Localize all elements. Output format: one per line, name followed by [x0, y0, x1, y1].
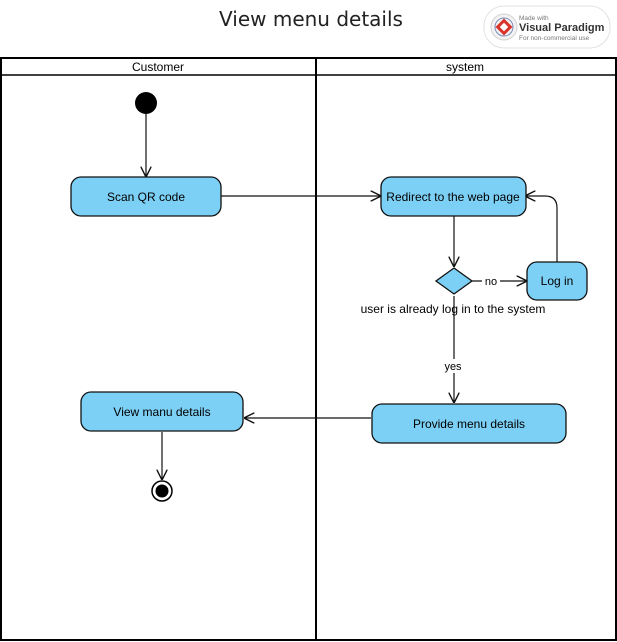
- lane-system: [315, 57, 617, 641]
- action-scan-qr: Scan QR code: [70, 176, 222, 217]
- initial-node: [135, 92, 157, 114]
- badge-note: For non-commercial use: [519, 35, 589, 42]
- control-flows: [146, 114, 558, 479]
- lane-customer: [0, 57, 317, 641]
- visual-paradigm-logo-icon: [490, 13, 518, 41]
- action-redirect-label: Redirect to the web page: [386, 190, 520, 204]
- visual-paradigm-badge: Made with Visual Paradigm For non-commer…: [483, 5, 611, 49]
- action-provide-menu-label: Provide menu details: [413, 417, 525, 431]
- decision-yes-label: yes: [444, 361, 462, 373]
- action-provide-menu: Provide menu details: [371, 403, 567, 444]
- flow-login-to-redirect: [526, 196, 558, 262]
- decision-no-label: no: [485, 276, 497, 288]
- action-redirect: Redirect to the web page: [380, 176, 527, 217]
- swimlanes: Customer system: [0, 57, 617, 641]
- action-scan-qr-label: Scan QR code: [107, 190, 185, 204]
- final-node: [151, 480, 173, 502]
- lane-system-title: system: [446, 60, 484, 74]
- action-view-menu: View manu details: [80, 391, 244, 432]
- action-login-label: Log in: [541, 274, 574, 288]
- decision-guard-label: user is already log in to the system: [361, 302, 546, 316]
- badge-brand: Visual Paradigm: [519, 22, 605, 34]
- diagram-title: View menu details: [219, 7, 403, 31]
- badge-made-with: Made with: [519, 15, 549, 22]
- decision-node: [434, 267, 474, 295]
- action-login: Log in: [526, 261, 588, 301]
- yes-label-bg: [441, 359, 465, 373]
- action-view-menu-label: View manu details: [113, 405, 210, 419]
- no-label-bg: [482, 274, 500, 287]
- lane-customer-title: Customer: [132, 60, 184, 74]
